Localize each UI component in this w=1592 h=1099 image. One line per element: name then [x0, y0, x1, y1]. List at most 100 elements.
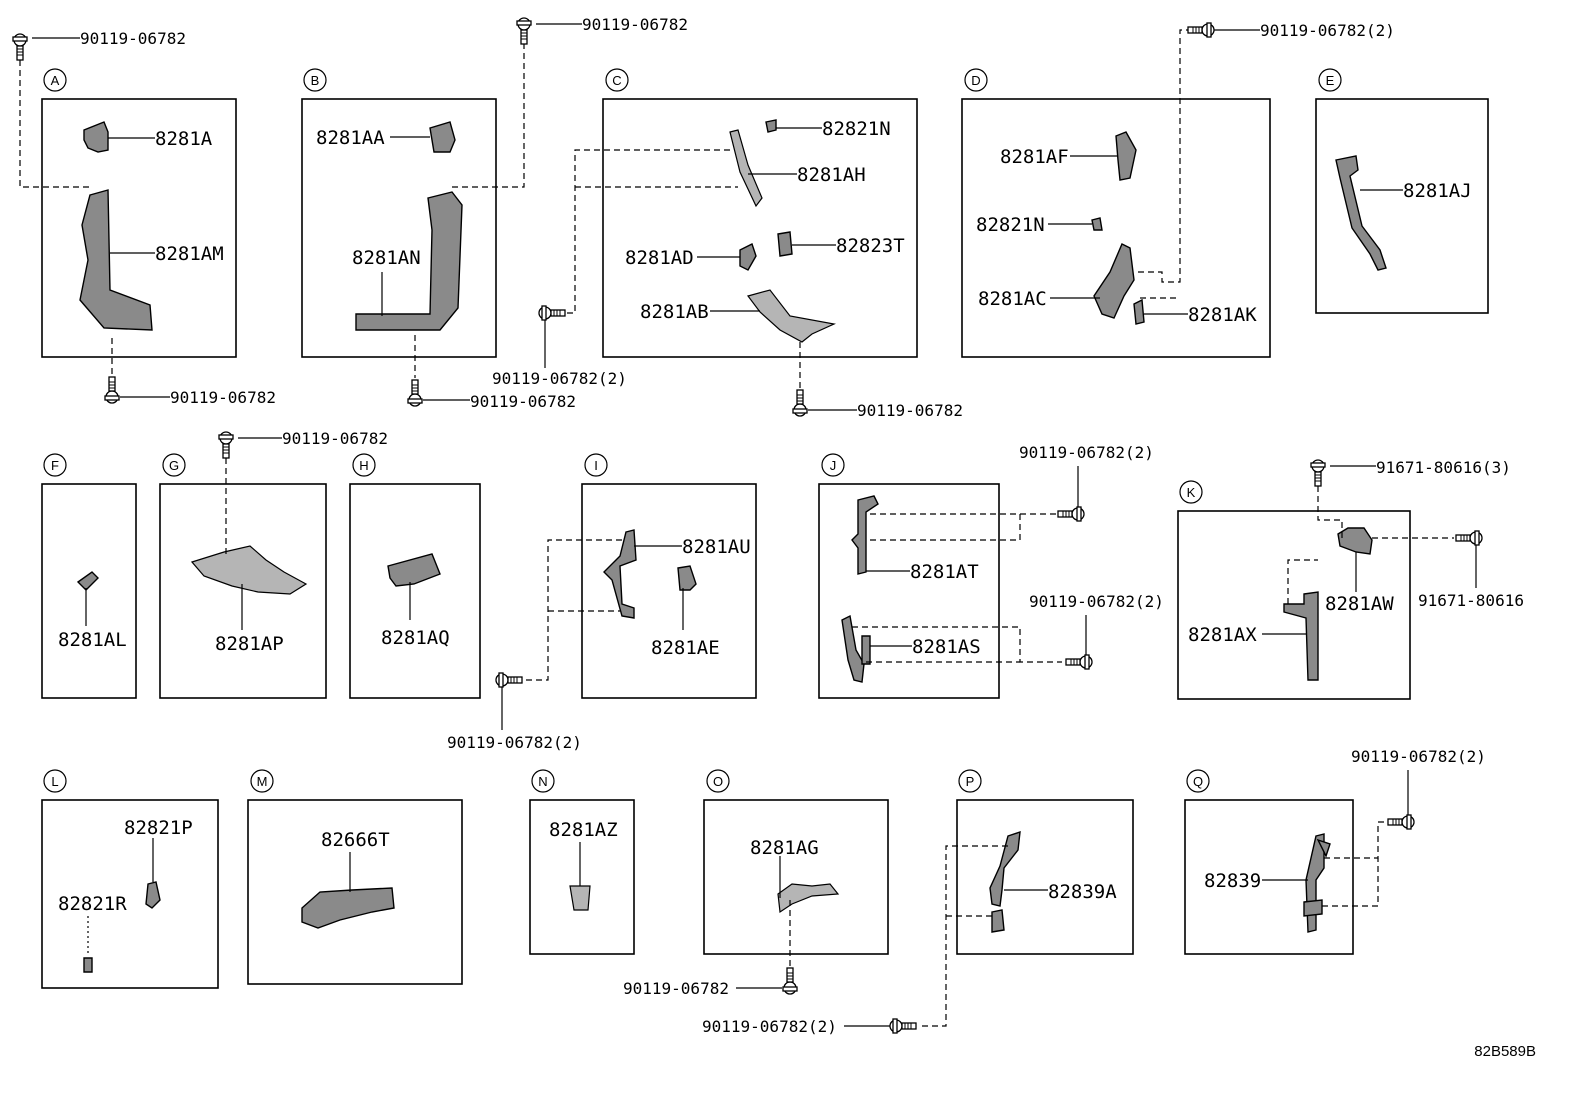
label-fastener-i-left[interactable]: 90119-06782(2) [447, 733, 582, 752]
panel-o-frame [703, 799, 889, 955]
bolt-o-bottom-icon [782, 967, 798, 995]
label-fastener-c-bottom[interactable]: 90119-06782 [857, 401, 963, 420]
part-8281ah-icon[interactable] [729, 129, 763, 208]
label-8281ac[interactable]: 8281AC [978, 288, 1047, 310]
bolt-i-left-icon [495, 672, 523, 688]
label-fastener-a-bottom[interactable]: 90119-06782 [170, 388, 276, 407]
part-82666t-icon[interactable] [301, 887, 395, 929]
label-fastener-p-bottom[interactable]: 90119-06782(2) [702, 1017, 837, 1036]
label-8281ae[interactable]: 8281AE [651, 637, 720, 659]
label-8281at[interactable]: 8281AT [910, 561, 979, 583]
bolt-b-top-icon [516, 17, 532, 45]
label-8281az[interactable]: 8281AZ [549, 819, 618, 841]
part-8281at-icon[interactable] [851, 495, 879, 575]
part-82839a-icon[interactable] [989, 830, 1021, 933]
bolt-j-bottom-icon [1065, 654, 1093, 670]
panel-f: F 8281AL [41, 453, 137, 699]
label-fastener-o-bottom[interactable]: 90119-06782 [623, 979, 729, 998]
panel-a: A 8281A 8281AM [19, 60, 237, 378]
part-8281ap-icon[interactable] [190, 545, 308, 595]
label-fastener-k-top[interactable]: 91671-80616(3) [1376, 458, 1511, 477]
label-fastener-q-right[interactable]: 90119-06782(2) [1351, 747, 1486, 766]
label-8281af[interactable]: 8281AF [1000, 146, 1069, 168]
label-8281ag[interactable]: 8281AG [750, 837, 819, 859]
part-8281as-icon[interactable] [841, 614, 871, 683]
part-8281a-icon[interactable] [83, 121, 109, 153]
label-8281ah[interactable]: 8281AH [797, 164, 866, 186]
part-82821p-icon[interactable] [145, 881, 161, 909]
label-8281a[interactable]: 8281A [155, 128, 213, 150]
part-8281ab-icon[interactable] [746, 289, 836, 343]
panel-l: L 82821P 82821R [41, 769, 219, 989]
panel-k-frame [1177, 510, 1411, 700]
part-8281an-icon[interactable] [355, 191, 463, 331]
part-82821r-icon[interactable] [83, 957, 93, 973]
label-82821n-d[interactable]: 82821N [976, 214, 1045, 236]
label-82821r[interactable]: 82821R [58, 893, 127, 915]
part-82823t-icon[interactable] [777, 231, 793, 257]
label-8281al[interactable]: 8281AL [58, 629, 127, 651]
part-8281az-icon[interactable] [569, 885, 591, 911]
label-fastener-c-left[interactable]: 90119-06782(2) [492, 369, 627, 388]
label-fastener-g-top[interactable]: 90119-06782 [282, 429, 388, 448]
label-82839a[interactable]: 82839A [1048, 881, 1117, 903]
label-8281ad[interactable]: 8281AD [625, 247, 694, 269]
part-82839-icon[interactable] [1303, 833, 1331, 933]
label-fastener-j-top[interactable]: 90119-06782(2) [1019, 443, 1154, 462]
bolt-k-right-icon [1455, 530, 1483, 546]
label-82839[interactable]: 82839 [1204, 870, 1261, 892]
part-8281aq-icon[interactable] [387, 553, 441, 587]
part-8281ag-icon[interactable] [777, 883, 840, 914]
label-8281ap[interactable]: 8281AP [215, 633, 284, 655]
part-82821n-d-icon[interactable] [1091, 217, 1103, 231]
label-fastener-a-top[interactable]: 90119-06782 [80, 29, 186, 48]
label-8281as[interactable]: 8281AS [912, 636, 981, 658]
label-8281aw[interactable]: 8281AW [1325, 593, 1394, 615]
part-8281ae-icon[interactable] [677, 565, 697, 591]
bolt-j-top-icon [1057, 506, 1085, 522]
label-82666t[interactable]: 82666T [321, 829, 390, 851]
part-8281ak-icon[interactable] [1133, 298, 1145, 325]
part-8281ac-icon[interactable] [1093, 243, 1135, 319]
label-82823t[interactable]: 82823T [836, 235, 905, 257]
label-fastener-b-bottom[interactable]: 90119-06782 [470, 392, 576, 411]
part-82821n-c-icon[interactable] [765, 119, 777, 133]
label-8281aq[interactable]: 8281AQ [381, 627, 450, 649]
label-8281ab[interactable]: 8281AB [640, 301, 709, 323]
label-8281au[interactable]: 8281AU [682, 536, 751, 558]
label-fastener-k-right[interactable]: 91671-80616 [1418, 591, 1524, 610]
panel-e: E 8281AJ [1315, 68, 1489, 314]
label-8281aa[interactable]: 8281AA [316, 127, 385, 149]
label-fastener-j-bottom[interactable]: 90119-06782(2) [1029, 592, 1164, 611]
label-fastener-b-top[interactable]: 90119-06782 [582, 15, 688, 34]
bolt-p-bottom-icon [889, 1018, 917, 1034]
label-82821p[interactable]: 82821P [124, 817, 193, 839]
label-8281an[interactable]: 8281AN [352, 247, 421, 269]
part-8281ad-icon[interactable] [739, 243, 757, 271]
label-8281aj[interactable]: 8281AJ [1403, 180, 1472, 202]
panel-d-letter: D [971, 73, 980, 88]
panel-c: C 82821N 8281AH 8281AD 82823T 8281AB [562, 68, 918, 392]
panel-j-badge [821, 453, 845, 477]
label-fastener-d-top[interactable]: 90119-06782(2) [1260, 21, 1395, 40]
panel-m-frame [247, 799, 463, 985]
label-8281am[interactable]: 8281AM [155, 243, 224, 265]
panel-p: P 82839A [918, 769, 1134, 1027]
part-8281al-icon[interactable] [76, 571, 99, 591]
panel-l-frame [41, 799, 219, 989]
part-8281aw-icon[interactable] [1337, 527, 1373, 555]
part-8281aj-icon[interactable] [1335, 155, 1387, 271]
part-8281af-icon[interactable] [1115, 131, 1137, 181]
bolt-b-bottom-icon [407, 379, 423, 407]
part-8281au-icon[interactable] [603, 529, 637, 619]
panel-a-frame [41, 98, 237, 358]
label-8281ak[interactable]: 8281AK [1188, 304, 1257, 326]
bolt-a-top-icon [12, 33, 28, 61]
part-8281aa-icon[interactable] [429, 121, 456, 153]
bolt-g-top-icon [218, 431, 234, 459]
label-82821n-c[interactable]: 82821N [822, 118, 891, 140]
part-8281ax-icon[interactable] [1283, 591, 1319, 681]
label-8281ax[interactable]: 8281AX [1188, 624, 1257, 646]
part-8281am-icon[interactable] [79, 189, 153, 331]
panel-g: G 8281AP [159, 453, 327, 699]
